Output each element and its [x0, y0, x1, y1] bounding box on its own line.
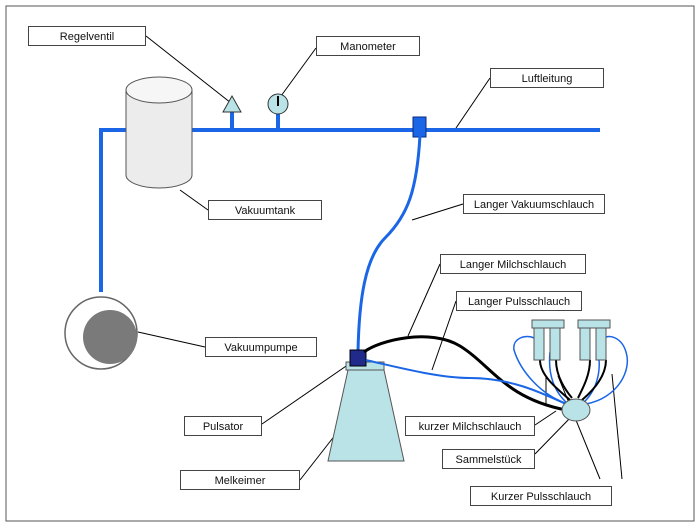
long-pulse-hose — [365, 359, 567, 405]
pulsator-unit — [349, 349, 367, 367]
label-langer-vakuumschlauch: Langer Vakuumschlauch — [463, 194, 605, 214]
label-vakuumpumpe: Vakuumpumpe — [205, 337, 317, 357]
label-kurzer-milchschlauch: kurzer Milchschlauch — [405, 416, 535, 436]
short-milk-hoses — [539, 359, 607, 401]
label-regelventil: Regelventil — [28, 26, 146, 46]
label-kurzer-pulsschlauch: Kurzer Pulsschlauch — [470, 486, 612, 506]
air-line-connector — [412, 116, 427, 138]
short-pulse-hoses — [513, 335, 628, 405]
manometer-gauge-icon — [267, 93, 289, 115]
label-luftleitung: Luftleitung — [490, 68, 604, 88]
vacuum-tank — [125, 76, 193, 189]
claw-collector — [561, 398, 591, 422]
label-melkeimer: Melkeimer — [180, 470, 300, 490]
vacuum-pump — [64, 296, 138, 370]
teat-cups — [531, 319, 611, 361]
diagram-border — [5, 5, 695, 522]
label-vakuumtank: Vakuumtank — [208, 200, 322, 220]
long-milk-hose — [363, 335, 567, 412]
label-pulsator: Pulsator — [184, 416, 262, 436]
long-vacuum-hose — [356, 134, 422, 353]
leader-lines — [137, 35, 623, 481]
regulating-valve-icon — [222, 94, 242, 113]
label-langer-pulsschlauch: Langer Pulsschlauch — [456, 291, 582, 311]
label-langer-milchschlauch: Langer Milchschlauch — [440, 254, 586, 274]
label-sammelstueck: Sammelstück — [442, 449, 535, 469]
milk-bucket — [327, 361, 405, 462]
label-manometer: Manometer — [316, 36, 420, 56]
